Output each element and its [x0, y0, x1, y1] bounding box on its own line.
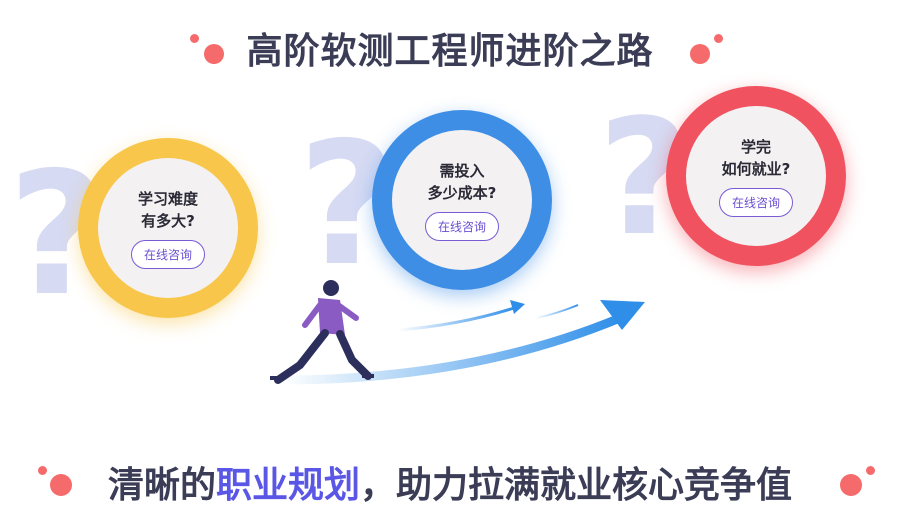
- decor-dot: [204, 44, 224, 64]
- page-title: 高阶软测工程师进阶之路: [246, 31, 654, 72]
- online-consult-button[interactable]: 在线咨询: [718, 187, 793, 217]
- question-circle-employment: 学完 如何就业? 在线咨询: [666, 86, 846, 266]
- decor-dot: [50, 474, 72, 496]
- question-circle-difficulty: 学习难度 有多大? 在线咨询: [78, 138, 258, 318]
- slogan-part1: 清晰的: [107, 465, 216, 506]
- circle-question-line: 如何就业?: [721, 159, 791, 178]
- circle-question-line: 多少成本?: [427, 183, 497, 202]
- question-circle-cost: 需投入 多少成本? 在线咨询: [372, 110, 552, 290]
- slogan-highlight: 职业规划: [215, 465, 360, 506]
- running-person-icon: [270, 280, 374, 384]
- slogan-part2: ，助力拉满就业核心竞争值: [360, 465, 793, 506]
- circle-question-line: 学完: [740, 137, 771, 156]
- decor-dot: [714, 34, 723, 43]
- decor-dot: [38, 466, 47, 475]
- decor-dot: [840, 474, 862, 496]
- circle-question-line: 学习难度: [137, 189, 198, 208]
- circle-question-line: 有多大?: [141, 211, 195, 230]
- slogan: 清晰的职业规划，助力拉满就业核心竞争值: [0, 456, 900, 508]
- decor-dot: [866, 466, 875, 475]
- online-consult-button[interactable]: 在线咨询: [424, 211, 499, 241]
- circle-question-line: 需投入: [439, 161, 485, 180]
- decor-dot: [690, 44, 710, 64]
- online-consult-button[interactable]: 在线咨询: [130, 239, 205, 269]
- decor-dot: [190, 34, 199, 43]
- arrow-icon: [277, 300, 645, 385]
